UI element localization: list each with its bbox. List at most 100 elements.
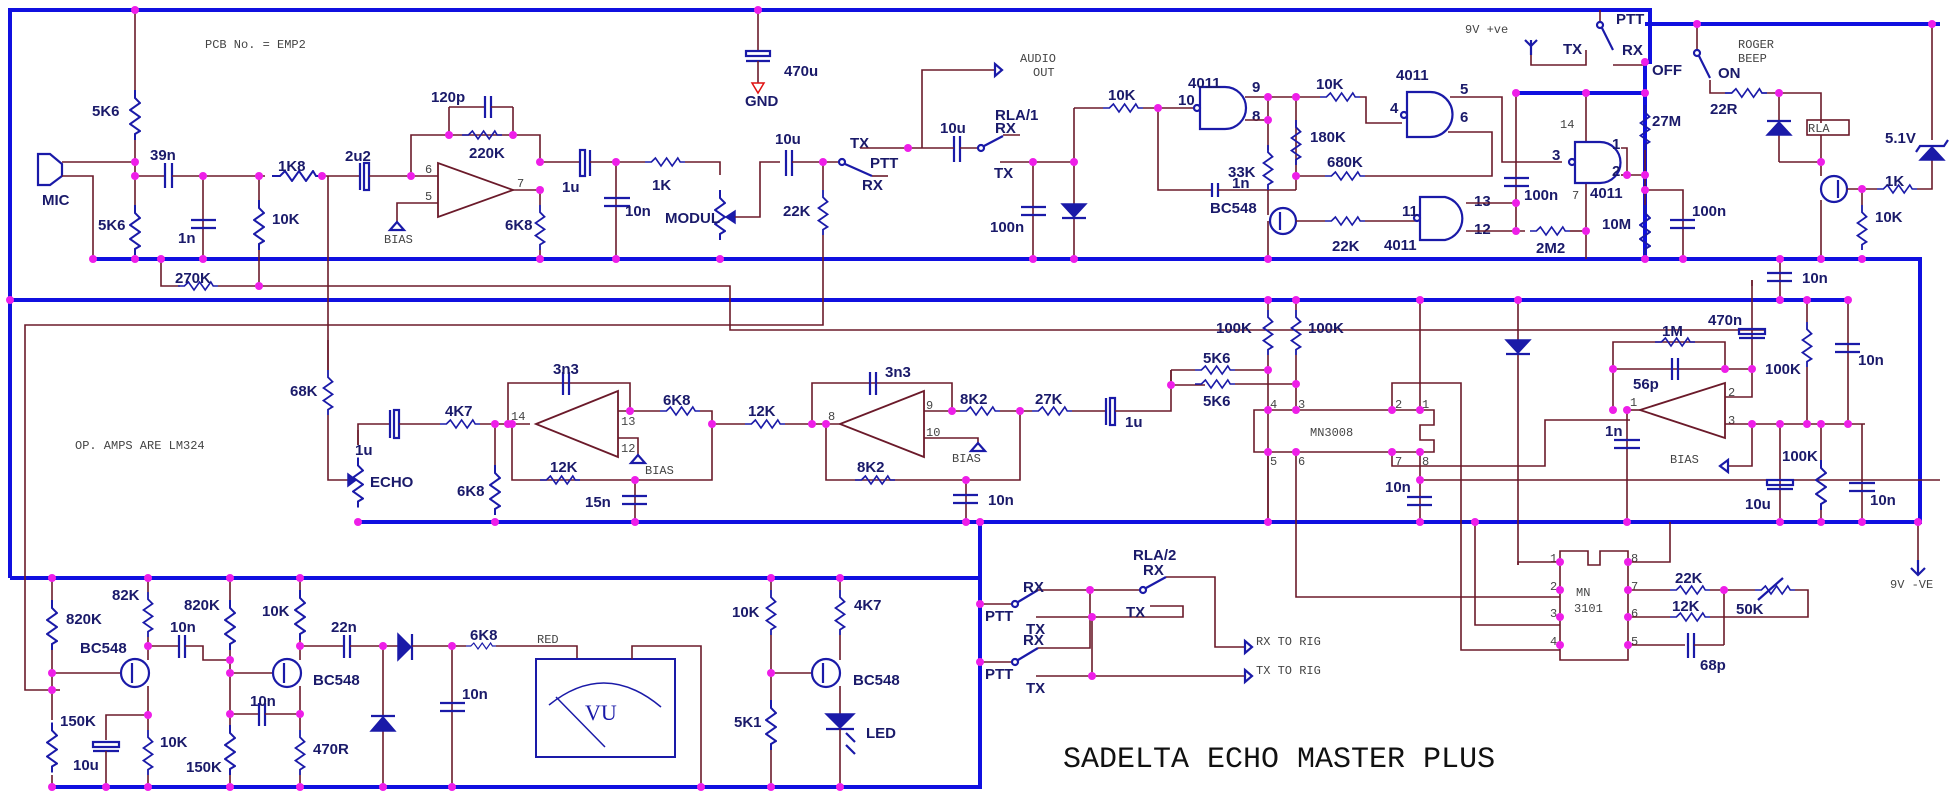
- label-ptt-rig-1: PTT: [985, 608, 1013, 625]
- label-10u-a: 10u: [775, 131, 801, 148]
- resistor-82k: [142, 592, 154, 637]
- label-270k: 270K: [175, 270, 211, 287]
- label-rla2: RLA/2: [1133, 547, 1176, 564]
- label-off: OFF: [1652, 62, 1682, 79]
- label-22r: 22R: [1710, 101, 1738, 118]
- resistor-5k6-b: [1195, 379, 1235, 389]
- label-gnd: GND: [745, 93, 779, 110]
- resistor-150k-a: [46, 721, 58, 774]
- potentiometer-50k: [1755, 585, 1795, 595]
- label-rx-2: RX: [995, 120, 1016, 137]
- label-10n-vu-c: 10n: [462, 686, 488, 703]
- junction-dot: [1416, 476, 1424, 484]
- pin-2: 2: [1612, 163, 1620, 180]
- junction-dot: [962, 518, 970, 526]
- label-8k2-b: 8K2: [857, 459, 885, 476]
- label-100k-b: 100K: [1308, 320, 1344, 337]
- junction-dots: [6, 6, 1936, 791]
- junction-dot: [1088, 613, 1096, 621]
- junction-dot: [631, 518, 639, 526]
- transistor-logic: [1268, 206, 1298, 236]
- junction-dot: [1154, 104, 1162, 112]
- junction-dot: [131, 255, 139, 263]
- label-220k: 220K: [469, 145, 505, 162]
- junction-dot: [131, 6, 139, 14]
- pin-3-out: 3: [1728, 414, 1735, 428]
- junction-dot: [296, 783, 304, 791]
- resistor-680k: [1325, 171, 1365, 181]
- junction-dot: [296, 574, 304, 582]
- label-10k-roger: 10K: [1875, 209, 1903, 226]
- junction-dot: [445, 131, 453, 139]
- label-ptt-rig-2: PTT: [985, 666, 1013, 683]
- pot-wiper-icon: [724, 209, 736, 225]
- junction-dot: [1264, 116, 1272, 124]
- junction-dot: [1858, 255, 1866, 263]
- resistor-100k-out-a: [1801, 322, 1813, 367]
- label-ptt: PTT: [870, 155, 898, 172]
- detector: 100n 10K: [990, 87, 1195, 259]
- pin-12-op: 12: [621, 442, 635, 456]
- junction-dot: [226, 710, 234, 718]
- junction-dot: [1844, 296, 1852, 304]
- nand-gate-2: [1405, 90, 1454, 139]
- diode-vu-b-icon: [397, 632, 413, 662]
- junction-dot: [1292, 406, 1300, 414]
- junction-dot: [612, 158, 620, 166]
- ptt-audio-out: 10u 22K RX PTT TX AUDIO OUT 10u RLA/1 RX…: [24, 52, 1074, 691]
- label-tx: TX: [850, 135, 869, 152]
- label-68p: 68p: [1700, 657, 1726, 674]
- junction-dot: [157, 255, 165, 263]
- resistor-10k-logic: [1320, 92, 1360, 102]
- label-10n-bbd: 10n: [1385, 479, 1411, 496]
- transistor-roger: [1819, 174, 1849, 204]
- label-10u-b: 10u: [940, 120, 966, 137]
- bias-icon-out: [1718, 457, 1730, 475]
- label-27k: 27K: [1035, 391, 1063, 408]
- resistor-10k-led: [765, 590, 777, 635]
- junction-dot: [1641, 186, 1649, 194]
- junction-dot: [131, 158, 139, 166]
- label-bc548-q2: BC548: [313, 672, 360, 689]
- pin-14: 14: [1560, 118, 1574, 132]
- pin-6-clk: 6: [1631, 607, 1638, 621]
- junction-dot: [948, 407, 956, 415]
- junction-dot: [1582, 89, 1590, 97]
- junction-dot: [1264, 255, 1272, 263]
- label-1u-echo: 1u: [355, 442, 373, 459]
- nand-gate-1: [1198, 85, 1248, 131]
- rig-switch: RX PTT TX RX PTT TX RLA/2 RX TX RX TO RI…: [980, 547, 1321, 697]
- junction-dot: [1623, 518, 1631, 526]
- vu-meter-driver: 820K 150K BC548 82K 10K 10u 10n 820K 150…: [46, 578, 702, 787]
- modulation-filter: 1u 10n 1K MODUL: [540, 148, 780, 259]
- label-3101: 3101: [1574, 602, 1603, 616]
- label-1n-out: 1n: [1605, 423, 1623, 440]
- junction-dot: [1914, 518, 1922, 526]
- label-10u-vu: 10u: [73, 757, 99, 774]
- junction-dot: [1388, 448, 1396, 456]
- resistor-22r: [1725, 87, 1767, 99]
- pin-3-bbd: 3: [1298, 398, 1305, 412]
- label-10n-roger: 10n: [1802, 270, 1828, 287]
- junction-dot: [962, 476, 970, 484]
- label-5k6-top: 5K6: [92, 103, 120, 120]
- junction-dot: [1693, 20, 1701, 28]
- transistor-q2: [271, 657, 303, 689]
- pin-1-clk: 1: [1550, 552, 1557, 566]
- label-10n-out-b: 10n: [1870, 492, 1896, 509]
- output-amp-stage: 1 2 3 1M 56p 470n 1n BIAS 10u 100K 100K …: [1605, 280, 1926, 577]
- label-82k: 82K: [112, 587, 140, 604]
- pin-14-op: 14: [511, 410, 525, 424]
- resistor-12k: [745, 419, 785, 429]
- junction-dot: [1512, 227, 1520, 235]
- junction-dot: [1556, 641, 1564, 649]
- label-10u-out: 10u: [1745, 496, 1771, 513]
- label-bias: BIAS: [384, 233, 413, 247]
- pin-1-bbd: 1: [1422, 398, 1429, 412]
- label-on: ON: [1718, 65, 1741, 82]
- junction-dot: [102, 783, 110, 791]
- junction-dot: [767, 669, 775, 677]
- pin-6: 6: [1460, 109, 1468, 126]
- label-10k-det: 10K: [1108, 87, 1136, 104]
